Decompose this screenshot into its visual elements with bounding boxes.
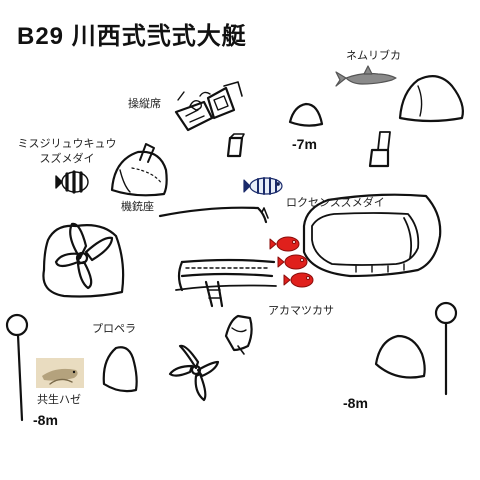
ladder (204, 280, 224, 308)
label-shark: ネムリブカ (346, 49, 401, 62)
shark-icon (335, 65, 397, 87)
label-gun-turret: 機銃座 (121, 200, 154, 213)
rock-small-top (288, 102, 324, 127)
cardinalfish-icon (269, 236, 314, 288)
depth-top: -7m (292, 136, 317, 152)
gun-turret (110, 143, 168, 197)
goby-photo (36, 358, 84, 388)
rock-bottom-left (102, 346, 138, 393)
wreck-fragment (224, 314, 253, 355)
buoy-right (434, 301, 458, 396)
structure-right (368, 131, 391, 168)
propeller-big (42, 222, 125, 298)
label-propeller: プロペラ (92, 322, 136, 335)
label-goby: 共生ハゼ (37, 393, 81, 406)
page-title: B29 川西式弐式大艇 (17, 23, 247, 50)
rock-top-right (398, 75, 464, 123)
label-damselfish-line1: ミスジリュウキュウ (17, 137, 117, 150)
small-box (226, 133, 245, 158)
depth-left: -8m (33, 412, 58, 428)
damselfish-icon (55, 170, 89, 194)
propeller-small (168, 344, 220, 402)
depth-right: -8m (343, 395, 368, 411)
label-cardinalfish: アカマツカサ (268, 304, 334, 317)
label-cockpit: 操縦席 (128, 97, 161, 110)
fuselage (158, 206, 277, 292)
label-rockcen: ロクセンスズメダイ (286, 196, 385, 209)
rock-bottom-right (374, 334, 426, 379)
label-damselfish-line2: スズメダイ (39, 152, 95, 165)
label-damselfish: ミスジリュウキュウ スズメダイ (8, 136, 126, 166)
cockpit-wreck (174, 81, 243, 132)
wing-right (302, 193, 442, 278)
buoy-left (5, 313, 29, 422)
leader-line (261, 207, 269, 219)
rockcen-fish-icon (243, 177, 283, 195)
